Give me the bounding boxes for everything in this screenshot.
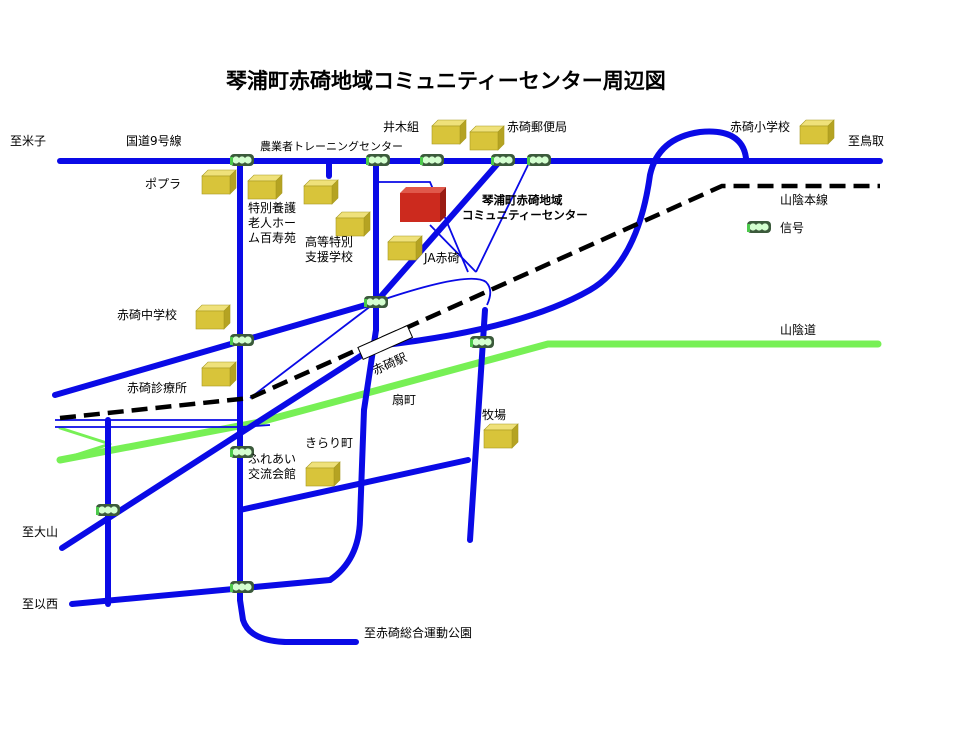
label-bokujo: 牧場 [482, 408, 506, 422]
akasaki-station: 赤碕駅 [357, 324, 414, 378]
label-ougi: 扇町 [392, 392, 416, 407]
label-post-office: 赤碕郵便局 [507, 120, 567, 134]
label-center-1: 琴浦町赤碕地域 [481, 193, 563, 207]
label-training-center: 農業者トレーニングセンター [260, 139, 403, 153]
station-label: 赤碕駅 [370, 350, 409, 377]
label-sports-park: 至赤碕総合運動公園 [364, 625, 472, 640]
community-center-building [400, 187, 446, 222]
label-iseni: 至以西 [22, 597, 58, 611]
label-signal-legend: 信号 [780, 221, 804, 235]
label-special-school-2: 支援学校 [305, 249, 353, 264]
label-special-school-1: 高等特別 [305, 234, 353, 249]
label-fureai-2: 交流会館 [248, 466, 296, 481]
label-nursing-home-2: 老人ホー [248, 216, 296, 230]
sanin-expressway [56, 340, 882, 464]
label-nursing-home-1: 特別養護 [248, 200, 296, 215]
label-fureai-1: ふれあい [248, 452, 296, 466]
label-ja: JA赤碕 [423, 251, 460, 265]
buildings [195, 119, 835, 487]
label-clinic: 赤碕診療所 [127, 380, 187, 395]
label-junior-high: 赤碕中学校 [117, 307, 177, 322]
label-tottori: 至鳥取 [848, 133, 884, 148]
label-igumi: 井木組 [383, 120, 419, 134]
label-kirari: きらり町 [305, 436, 353, 450]
map-title: 琴浦町赤碕地域コミュニティーセンター周辺図 [226, 69, 666, 93]
labels: 至米子 国道9号線 農業者トレーニングセンター 井木組 赤碕郵便局 赤碕小学校 … [10, 119, 884, 640]
label-daisen: 至大山 [22, 525, 58, 539]
label-sanin-road: 山陰道 [780, 323, 816, 337]
thin-roads [55, 164, 529, 428]
label-elementary-school: 赤碕小学校 [730, 119, 790, 134]
label-poplar: ポプラ [145, 177, 181, 191]
label-nursing-home-3: ム百寿苑 [248, 231, 296, 245]
label-center-2: コミュニティーセンター [462, 208, 588, 222]
label-route9: 国道9号線 [126, 133, 182, 148]
label-sanin-railway: 山陰本線 [780, 192, 828, 207]
label-yonago: 至米子 [10, 134, 46, 148]
